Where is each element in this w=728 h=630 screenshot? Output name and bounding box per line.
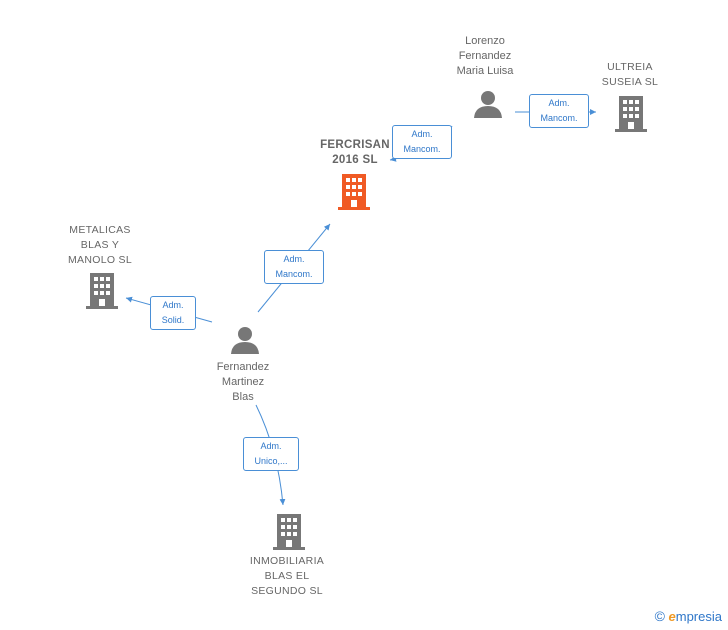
brand-logo: © empresia [655, 608, 722, 624]
building-icon [273, 514, 305, 550]
building-icon [338, 174, 370, 210]
edge-label-lorenzo-ultreia: Adm. Mancom. [529, 94, 589, 128]
node-label-ultreia[interactable]: ULTREIA SUSEIA SL [601, 61, 659, 88]
person-icon [231, 327, 259, 354]
node-label-inmobiliaria[interactable]: INMOBILIARIA BLAS EL SEGUNDO SL [249, 555, 325, 597]
node-label-fernandez[interactable]: Fernandez Martinez Blas [216, 361, 270, 403]
person-icon [474, 91, 502, 118]
edge-label-lorenzo-fercrisan: Adm. Mancom. [392, 125, 452, 159]
copyright-icon: © [654, 608, 665, 624]
brand-e: e [668, 609, 676, 624]
edge-label-fernandez-fercrisan: Adm. Mancom. [264, 250, 324, 284]
node-label-lorenzo[interactable]: Lorenzo Fernandez Maria Luisa [456, 35, 514, 77]
edge-label-fernandez-inmobiliaria: Adm. Unico,... [243, 437, 299, 471]
brand-text: mpresia [675, 609, 722, 624]
building-icon [615, 96, 647, 132]
node-label-fercrisan[interactable]: FERCRISAN 2016 SL [320, 139, 390, 166]
building-icon [86, 273, 118, 309]
node-label-metalicas[interactable]: METALICAS BLAS Y MANOLO SL [68, 224, 132, 266]
edge-label-fernandez-metalicas: Adm. Solid. [150, 296, 196, 330]
